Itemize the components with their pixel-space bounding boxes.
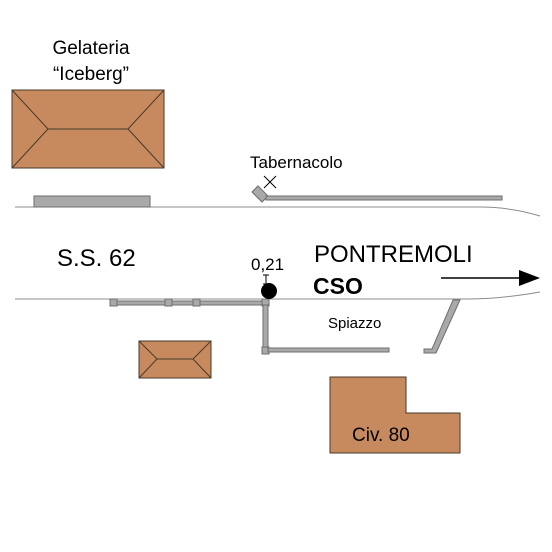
small-building <box>138 340 212 379</box>
civic-80-building <box>329 376 461 454</box>
road-label: S.S. 62 <box>57 245 136 272</box>
point-label: CSO <box>313 273 363 299</box>
direction-label: PONTREMOLI <box>314 241 473 268</box>
spiazzo-label: Spiazzo <box>328 315 381 332</box>
arrow-right-icon <box>441 270 540 286</box>
gelateria-label-line2: “Iceberg” <box>53 64 129 85</box>
filled-circle-icon <box>261 283 277 299</box>
gelateria-label-line1: Gelateria <box>52 38 130 59</box>
road-edge-north <box>15 206 541 217</box>
wall-north-left <box>33 195 151 208</box>
tabernacolo-label: Tabernacolo <box>250 153 343 172</box>
gelateria-building <box>11 89 165 169</box>
measure-point <box>261 274 277 299</box>
fence-south <box>109 298 390 355</box>
measurement-label: 0,21 <box>251 255 284 274</box>
tabernacolo-structure <box>251 185 503 203</box>
civic-label: Civ. 80 <box>352 425 410 446</box>
road-edge-south <box>15 291 541 300</box>
road-edges <box>15 206 541 300</box>
cross-icon <box>263 175 277 189</box>
wall-diagonal <box>423 299 461 354</box>
